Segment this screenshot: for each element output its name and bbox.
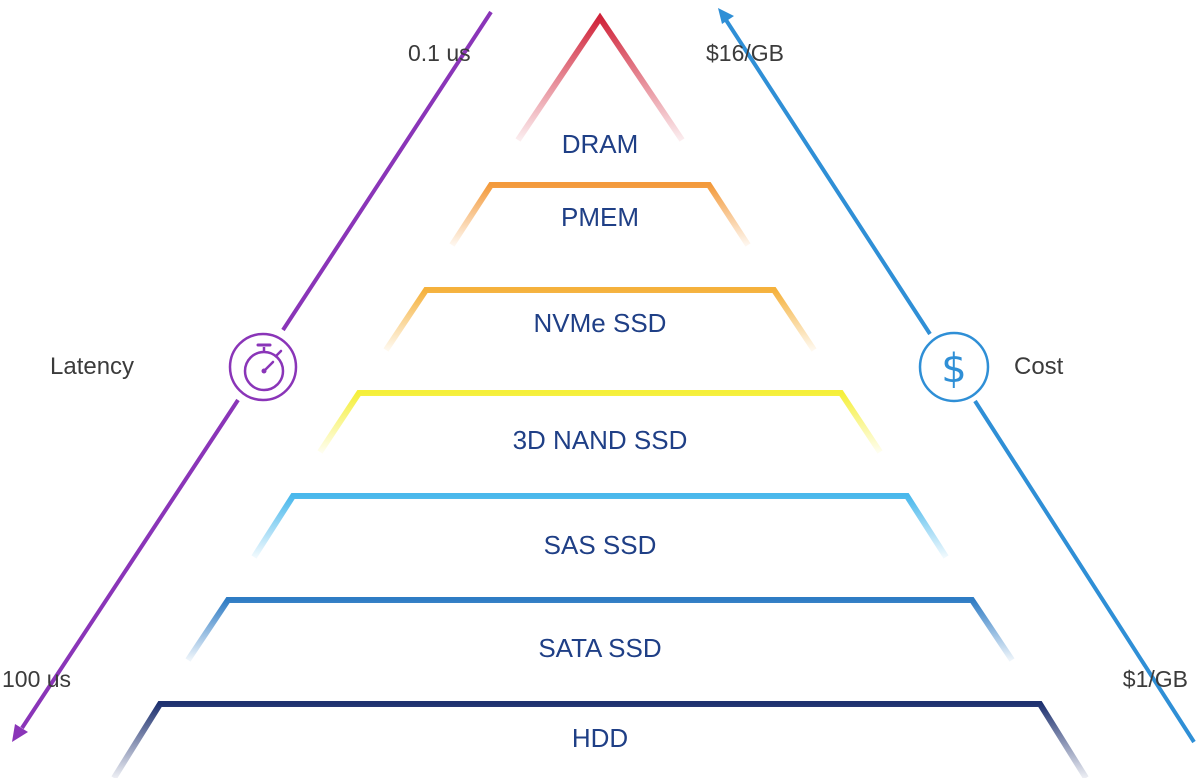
cost-axis: $ Cost $16/GB $1/GB [706, 8, 1196, 744]
tier-shape-hdd [111, 701, 1089, 778]
dollar-glyph: $ [941, 346, 966, 392]
latency-axis-line-lower [20, 398, 240, 730]
tier-label-3d-nand-ssd: 3D NAND SSD [513, 425, 688, 455]
tier-shape-nvme-ssd [383, 287, 817, 352]
cost-top-value: $16/GB [706, 40, 784, 66]
dollar-icon: $ [918, 331, 990, 403]
tier-label-sata-ssd: SATA SSD [538, 633, 661, 663]
cost-axis-line-lower [973, 399, 1196, 744]
tier-shape-sata-ssd [185, 597, 1015, 662]
cost-bottom-value: $1/GB [1123, 666, 1188, 692]
tier-label-hdd: HDD [572, 723, 628, 753]
stopwatch-icon [228, 332, 298, 402]
latency-axis-line-upper [281, 10, 493, 332]
cost-axis-title: Cost [1014, 353, 1064, 380]
tier-shapes [111, 12, 1089, 778]
tier-label-pmem: PMEM [561, 202, 639, 232]
tier-shape-dram [515, 12, 685, 142]
cost-axis-line-upper [724, 18, 932, 336]
latency-arrow-head-icon [12, 724, 28, 742]
latency-axis: Latency 0.1 us 100 us [2, 10, 493, 742]
tier-label-nvme-ssd: NVMe SSD [534, 308, 667, 338]
tier-label-dram: DRAM [562, 129, 639, 159]
latency-top-value: 0.1 us [408, 40, 471, 66]
tier-shape-3d-nand-ssd [317, 390, 883, 454]
latency-bottom-value: 100 us [2, 666, 71, 692]
tier-labels: DRAM PMEM NVMe SSD 3D NAND SSD SAS SSD S… [513, 129, 688, 753]
latency-axis-title: Latency [50, 353, 134, 380]
cost-arrow-head-icon [718, 8, 734, 24]
tier-shape-sas-ssd [251, 493, 949, 559]
tier-shape-pmem [449, 182, 751, 247]
tier-label-sas-ssd: SAS SSD [544, 530, 657, 560]
